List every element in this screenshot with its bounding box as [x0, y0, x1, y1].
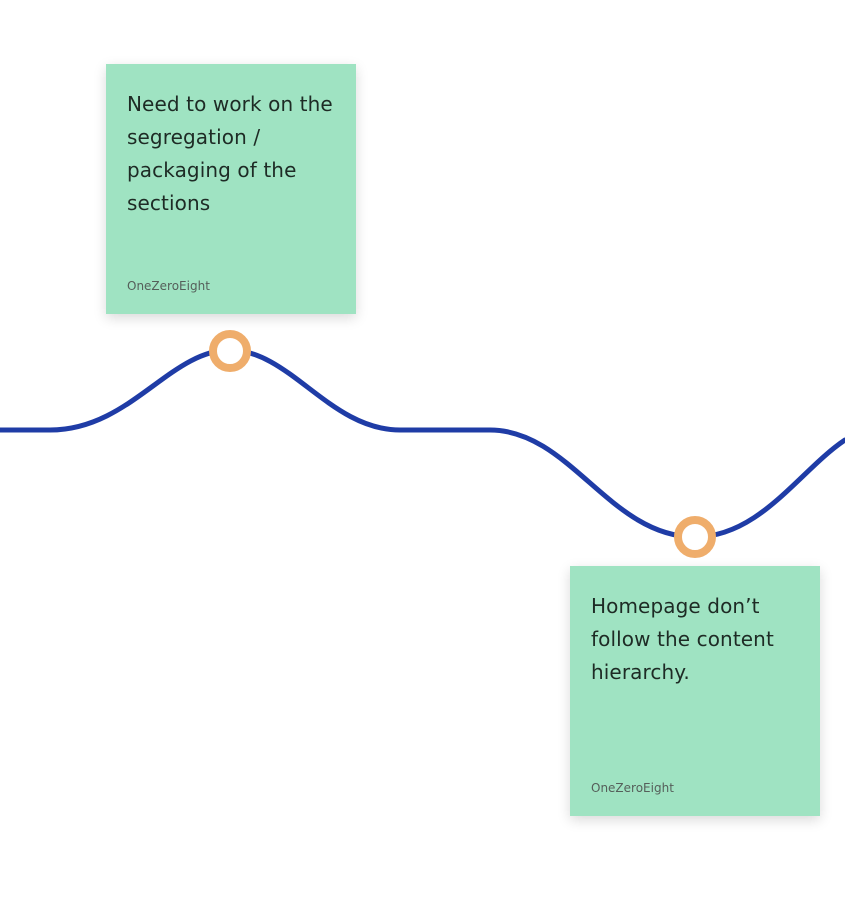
- journey-curve: [0, 347, 845, 540]
- sticky-note-author: OneZeroEight: [591, 781, 674, 795]
- sticky-note-text: Need to work on the segregation / packag…: [127, 92, 333, 215]
- sticky-note-2[interactable]: Homepage don’t follow the content hierar…: [570, 566, 820, 816]
- sticky-note-author: OneZeroEight: [127, 279, 210, 293]
- touchpoint-marker-2[interactable]: [674, 516, 716, 558]
- touchpoint-marker-1[interactable]: [209, 330, 251, 372]
- sticky-note-1[interactable]: Need to work on the segregation / packag…: [106, 64, 356, 314]
- sticky-note-text: Homepage don’t follow the content hierar…: [591, 594, 774, 684]
